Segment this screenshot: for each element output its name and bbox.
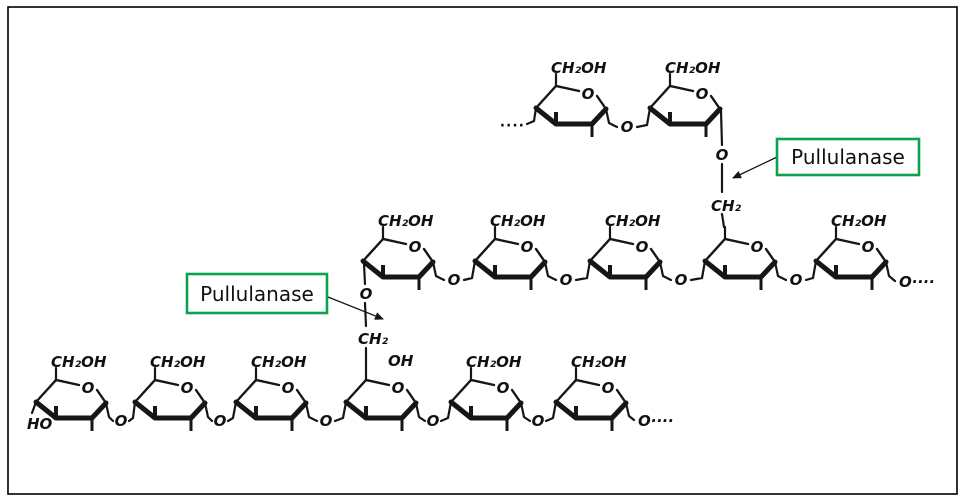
pullulanase-label: Pullulanase [200,282,314,306]
glucose-ring [451,368,521,431]
glycosidic-oxygen-label: O [560,271,573,289]
glycosidic-oxygen-label: O [621,118,634,136]
glucose-ring [346,368,416,431]
methylene-label: CH₂ [711,197,742,215]
enzyme-callout-top: Pullulanase [732,137,921,179]
glycosidic-oxygen-label: O [675,271,688,289]
terminal-oxygen-label: O···· [638,412,674,430]
hydroxymethyl-label: CH₂OH [150,353,206,371]
top-chain: CH₂OH CH₂OH ···· O [500,59,721,137]
glycosidic-oxygen-label: O [427,412,440,430]
hydroxymethyl-label: CH₂OH [551,59,607,77]
pullulanase-box [775,137,921,177]
glycosidic-oxygen-label: O [790,271,803,289]
chain-continuation-dots: ···· [500,118,525,134]
cleavage-arrow-top [732,156,778,179]
glucose-ring [135,368,205,431]
terminal-oxygen-label: O···· [899,273,935,291]
glycosidic-bonds [525,106,652,129]
glucose-ring [590,227,660,290]
cleavage-arrow-left [327,296,384,320]
glucose-ring [363,227,433,290]
hydroxyl-label: OH [388,352,414,370]
hydroxymethyl-label: CH₂OH [605,212,661,230]
glycosidic-oxygen-label: O [532,412,545,430]
hydroxymethyl-label: CH₂OH [490,212,546,230]
alpha-1-6-branch-left: O CH₂ OH [358,262,414,370]
alpha-1-6-branch-top: O CH₂ [711,109,742,229]
glucose-ring [816,227,886,290]
hydroxymethyl-label: CH₂OH [831,212,887,230]
glycosidic-oxygen-label: O [320,412,333,430]
hydroxymethyl-label: CH₂OH [571,353,627,371]
glucose-ring [236,368,306,431]
methylene-label: CH₂ [358,330,389,348]
branch-bonds [719,109,726,229]
glucose-ring [536,74,606,137]
glucose-ring [705,227,775,290]
middle-chain: CH₂OH CH₂OH CH₂OH CH₂OH O O O O O···· [363,212,935,291]
hydroxymethyl-label: CH₂OH [51,353,107,371]
glycosidic-oxygen-label: O [448,271,461,289]
hydroxymethyl-label: CH₂OH [378,212,434,230]
hydroxymethyl-label: CH₂OH [466,353,522,371]
hydroxymethyl-label: CH₂OH [251,353,307,371]
branch-oxygen-label: O [716,146,729,164]
glycosidic-bonds [431,259,897,283]
branch-bonds [362,262,368,369]
glycosidic-oxygen-label: O [115,412,128,430]
hydroxymethyl-label: CH₂OH [665,59,721,77]
branch-oxygen-label: O [360,285,373,303]
glycosidic-oxygen-label: O [214,412,227,430]
pullulanase-label: Pullulanase [791,145,905,169]
enzyme-callout-left: Pullulanase [185,272,384,320]
glucose-ring [650,74,720,137]
glycosidic-bonds [30,400,636,423]
figure-border [7,6,958,495]
bottom-chain: CH₂OH CH₂OH CH₂OH CH₂OH CH₂OH HO O O O O… [27,353,674,433]
pullulanase-box [185,272,329,315]
glucose-ring [556,368,626,431]
terminal-hydroxyl-label: HO [27,415,53,433]
glucose-ring [475,227,545,290]
